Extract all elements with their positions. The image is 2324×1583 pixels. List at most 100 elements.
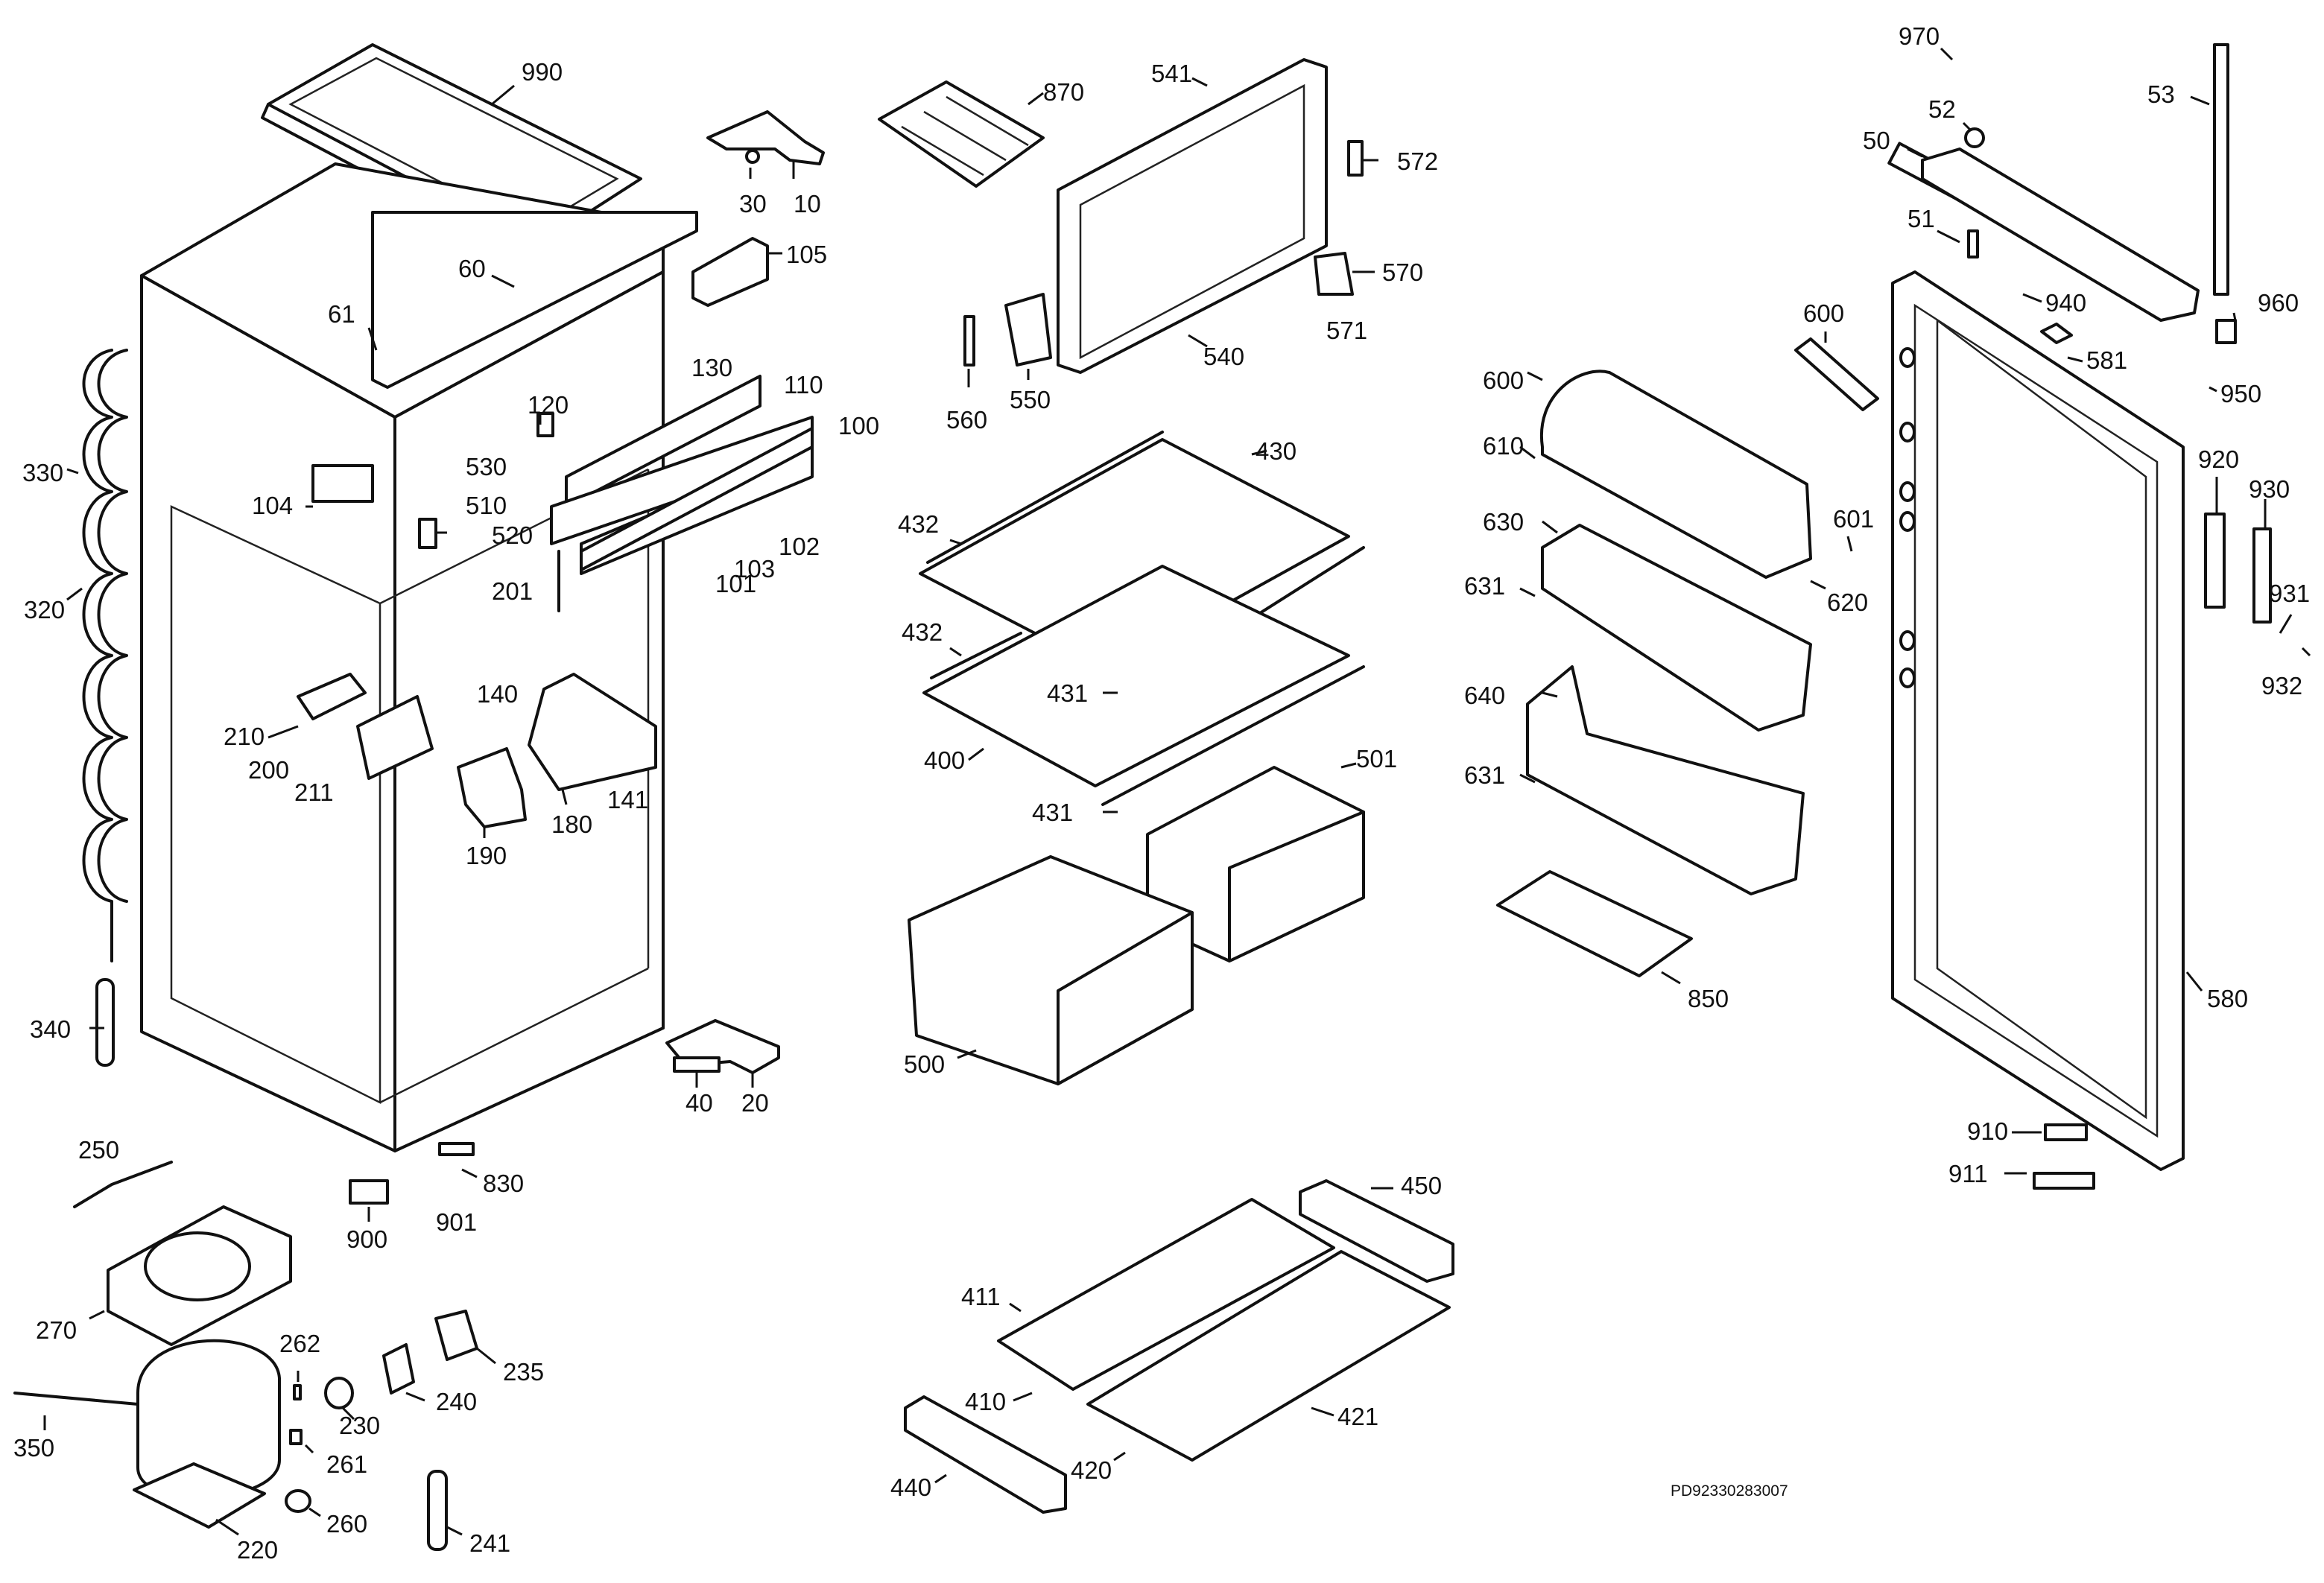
callout-label: 140 xyxy=(477,680,518,708)
ice-tray-part xyxy=(878,80,1045,188)
callout-label: 930 xyxy=(2249,475,2290,503)
callout-label: 201 xyxy=(492,577,533,605)
foot-part xyxy=(438,1142,475,1156)
door-rack-upper-part xyxy=(1541,524,1812,732)
callout-label: 51 xyxy=(1907,205,1935,232)
compressor-tray-part xyxy=(107,1205,292,1346)
callout-label: 500 xyxy=(904,1050,945,1078)
callout-label: 620 xyxy=(1827,589,1868,616)
callout-label: 410 xyxy=(965,1388,1006,1415)
callout-label: 932 xyxy=(2261,672,2302,699)
callout-label: 631 xyxy=(1464,761,1505,789)
callout-label: 830 xyxy=(483,1170,524,1197)
cabinet-group xyxy=(13,43,825,1551)
callout-label: 550 xyxy=(1010,386,1051,413)
latch-pin-part xyxy=(963,315,975,367)
callout-label: 240 xyxy=(436,1388,477,1415)
callout-label: 570 xyxy=(1382,258,1423,286)
callout-label: 581 xyxy=(2086,346,2127,374)
cover-930-part xyxy=(2252,527,2272,624)
callout-label: 103 xyxy=(734,555,775,583)
callout-label: 100 xyxy=(838,412,879,440)
callout-label: 61 xyxy=(328,300,355,328)
switch-part xyxy=(536,412,554,437)
callout-label: 350 xyxy=(13,1434,54,1462)
glass-plate-rear-part xyxy=(1086,1250,1451,1462)
callout-label: 950 xyxy=(2220,380,2261,407)
callout-label: 30 xyxy=(739,190,767,218)
callout-label: 940 xyxy=(2045,289,2086,317)
callout-label: 330 xyxy=(22,459,63,486)
callout-label: 630 xyxy=(1483,508,1524,536)
callout-label: 960 xyxy=(2258,289,2299,317)
callout-label: 101 xyxy=(715,570,756,597)
mount-part xyxy=(285,1489,311,1513)
callout-label: 262 xyxy=(279,1330,320,1357)
cable-clip-part xyxy=(349,1179,389,1205)
callout-label: 421 xyxy=(1337,1403,1378,1430)
glass-shelf-lower-part xyxy=(922,565,1350,787)
glass-plate-front-part xyxy=(997,1198,1335,1391)
callout-label: 580 xyxy=(2207,985,2248,1012)
callout-label: 870 xyxy=(1043,78,1084,106)
control-panel-part xyxy=(550,375,814,575)
mains-cable-part xyxy=(73,1161,173,1208)
hinge-911-part xyxy=(2033,1172,2095,1190)
dryer-filter-part xyxy=(95,978,115,1067)
callout-label: 990 xyxy=(522,58,563,86)
freezer-door-part xyxy=(1057,58,1328,374)
door-shelves-group xyxy=(1496,337,1879,977)
hinge-910-part xyxy=(2044,1123,2088,1141)
callout-label: 261 xyxy=(326,1450,367,1478)
callout-label: 411 xyxy=(961,1283,1001,1310)
callout-label: 211 xyxy=(294,778,334,806)
crisper-drawer-left-part xyxy=(908,855,1194,1085)
callout-label: 450 xyxy=(1401,1172,1442,1199)
callout-label: 560 xyxy=(946,406,987,434)
lamp-housing-part xyxy=(528,673,657,791)
callout-label: 432 xyxy=(898,510,939,538)
callout-label: 520 xyxy=(492,521,533,549)
callout-label: 40 xyxy=(686,1089,713,1117)
knob-part xyxy=(1964,127,1985,148)
door-hinge-part xyxy=(1314,252,1354,296)
cover-920-part xyxy=(2204,513,2226,609)
shelf-support-left-part xyxy=(904,1395,1067,1514)
callout-label: 910 xyxy=(1967,1117,2008,1145)
callout-label: 230 xyxy=(339,1412,380,1439)
callout-label: 102 xyxy=(779,533,820,560)
door-rack-bottle-part xyxy=(1526,665,1805,895)
callout-label: 501 xyxy=(1356,745,1397,773)
butter-compartment-part xyxy=(1539,369,1812,579)
callout-label: 572 xyxy=(1397,147,1438,175)
callout-label: 600 xyxy=(1803,299,1844,327)
pin-part xyxy=(293,1384,302,1400)
callout-labels: 990 10 30 105 60 61 130 120 110 100 330 … xyxy=(13,22,2310,1564)
callout-label: 50 xyxy=(1863,127,1890,154)
callout-label: 320 xyxy=(24,596,65,624)
callout-label: 60 xyxy=(458,255,486,282)
callout-label: 340 xyxy=(30,1015,71,1043)
callout-label: 220 xyxy=(237,1536,278,1564)
callout-label: 601 xyxy=(1833,505,1874,533)
callout-label: 530 xyxy=(466,453,507,480)
callout-label: 510 xyxy=(466,492,507,519)
callout-label: 430 xyxy=(1256,437,1296,465)
callout-label: 540 xyxy=(1203,343,1244,370)
callout-label: 180 xyxy=(551,810,592,838)
main-door-group xyxy=(1887,43,2272,1190)
thermostat-cover-part xyxy=(356,695,434,780)
egg-tray-part xyxy=(1496,870,1693,977)
lamp-diffuser-part xyxy=(457,747,527,828)
callout-label: 260 xyxy=(326,1510,367,1538)
callout-label: 104 xyxy=(252,492,293,519)
lamp-cover-part xyxy=(418,518,437,549)
callout-label: 600 xyxy=(1483,367,1524,394)
callout-label: 120 xyxy=(528,391,569,419)
callout-label: 130 xyxy=(691,354,732,381)
callout-label: 20 xyxy=(741,1089,769,1117)
callout-label: 640 xyxy=(1464,682,1505,709)
clip-581-part xyxy=(2040,323,2073,344)
callout-label: 900 xyxy=(346,1225,387,1253)
